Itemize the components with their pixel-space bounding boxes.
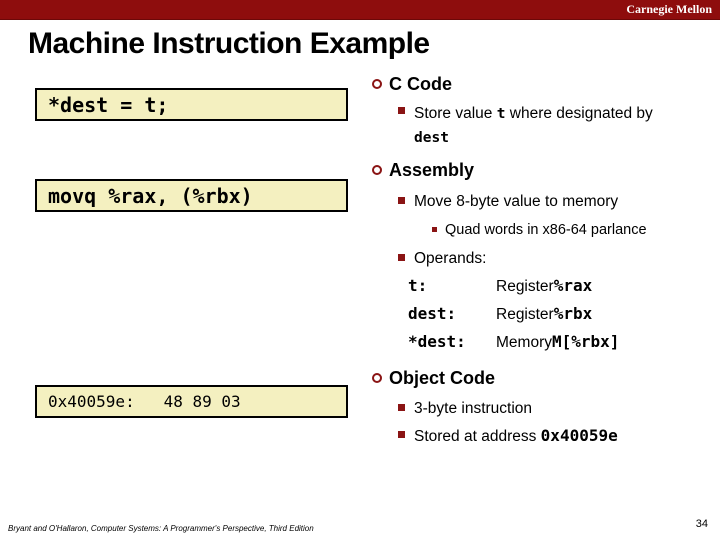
assembly-code-box: movq %rax, (%rbx) [35, 179, 348, 212]
bullet-text: 3-byte instruction [414, 400, 533, 417]
text-segment: Store value [414, 105, 497, 122]
c-code-text: *dest = t; [48, 92, 169, 117]
section-heading: Assembly [389, 159, 475, 180]
square-bullet-icon [398, 197, 405, 204]
cmu-brand-label: Carnegie Mellon [626, 2, 712, 16]
assembly-code-text: movq %rax, (%rbx) [48, 183, 253, 208]
text-segment: where designated by [505, 105, 653, 122]
inline-code-address: 0x40059e [540, 426, 618, 445]
operand-row-dest: dest: Register %rbx [408, 304, 592, 324]
operand-kind: Register [496, 278, 554, 295]
square-bullet-icon [398, 431, 405, 438]
bullet-move: Move 8-byte value to memory [398, 192, 704, 211]
text-segment: Stored at address [414, 428, 541, 445]
footer-citation: Bryant and O'Hallaron, Computer Systems:… [8, 524, 314, 533]
operand-kind: Register [496, 306, 554, 323]
object-code-text: 0x40059e: 48 89 03 [48, 392, 241, 411]
c-code-box: *dest = t; [35, 88, 348, 121]
operand-row-star-dest: *dest: Memory M[%rbx] [408, 332, 619, 352]
bullet-text: Operands: [414, 250, 487, 267]
operand-label: dest: [408, 304, 457, 323]
bullet-operands: Operands: [398, 249, 704, 268]
section-heading: C Code [389, 73, 452, 94]
page-number: 34 [695, 518, 708, 530]
operand-code: M[%rbx] [551, 332, 620, 351]
small-square-bullet-icon [432, 227, 437, 232]
section-assembly: Assembly [372, 159, 474, 181]
bullet-text: Store value t where designated by dest [414, 102, 704, 150]
operand-code: %rax [553, 276, 593, 295]
circle-bullet-icon [372, 79, 382, 89]
section-object-code: Object Code [372, 367, 495, 389]
page-title: Machine Instruction Example [28, 27, 430, 60]
inline-code-dest: dest [414, 130, 449, 146]
operand-code: %rbx [553, 304, 593, 323]
inline-code-t: t [496, 106, 506, 122]
square-bullet-icon [398, 254, 405, 261]
bullet-text: Stored at address 0x40059e [414, 426, 704, 446]
section-c-code: C Code [372, 73, 452, 95]
circle-bullet-icon [372, 165, 382, 175]
operand-row-t: t: Register %rax [408, 276, 592, 296]
bullet-3-byte: 3-byte instruction [398, 399, 704, 418]
object-code-box: 0x40059e: 48 89 03 [35, 385, 348, 418]
operand-kind: Memory [496, 334, 552, 351]
operand-label: t: [408, 276, 428, 295]
square-bullet-icon [398, 404, 405, 411]
bullet-stored-address: Stored at address 0x40059e [398, 426, 704, 446]
operand-label: *dest: [408, 332, 466, 351]
square-bullet-icon [398, 107, 405, 114]
cmu-banner: Carnegie Mellon [0, 0, 720, 20]
section-heading: Object Code [389, 367, 496, 388]
bullet-text: Move 8-byte value to memory [414, 193, 619, 210]
bullet-text: Quad words in x86-64 parlance [445, 222, 647, 238]
bullet-quad-words: Quad words in x86-64 parlance [432, 221, 647, 240]
bullet-store-value: Store value t where designated by dest [398, 102, 704, 150]
circle-bullet-icon [372, 373, 382, 383]
